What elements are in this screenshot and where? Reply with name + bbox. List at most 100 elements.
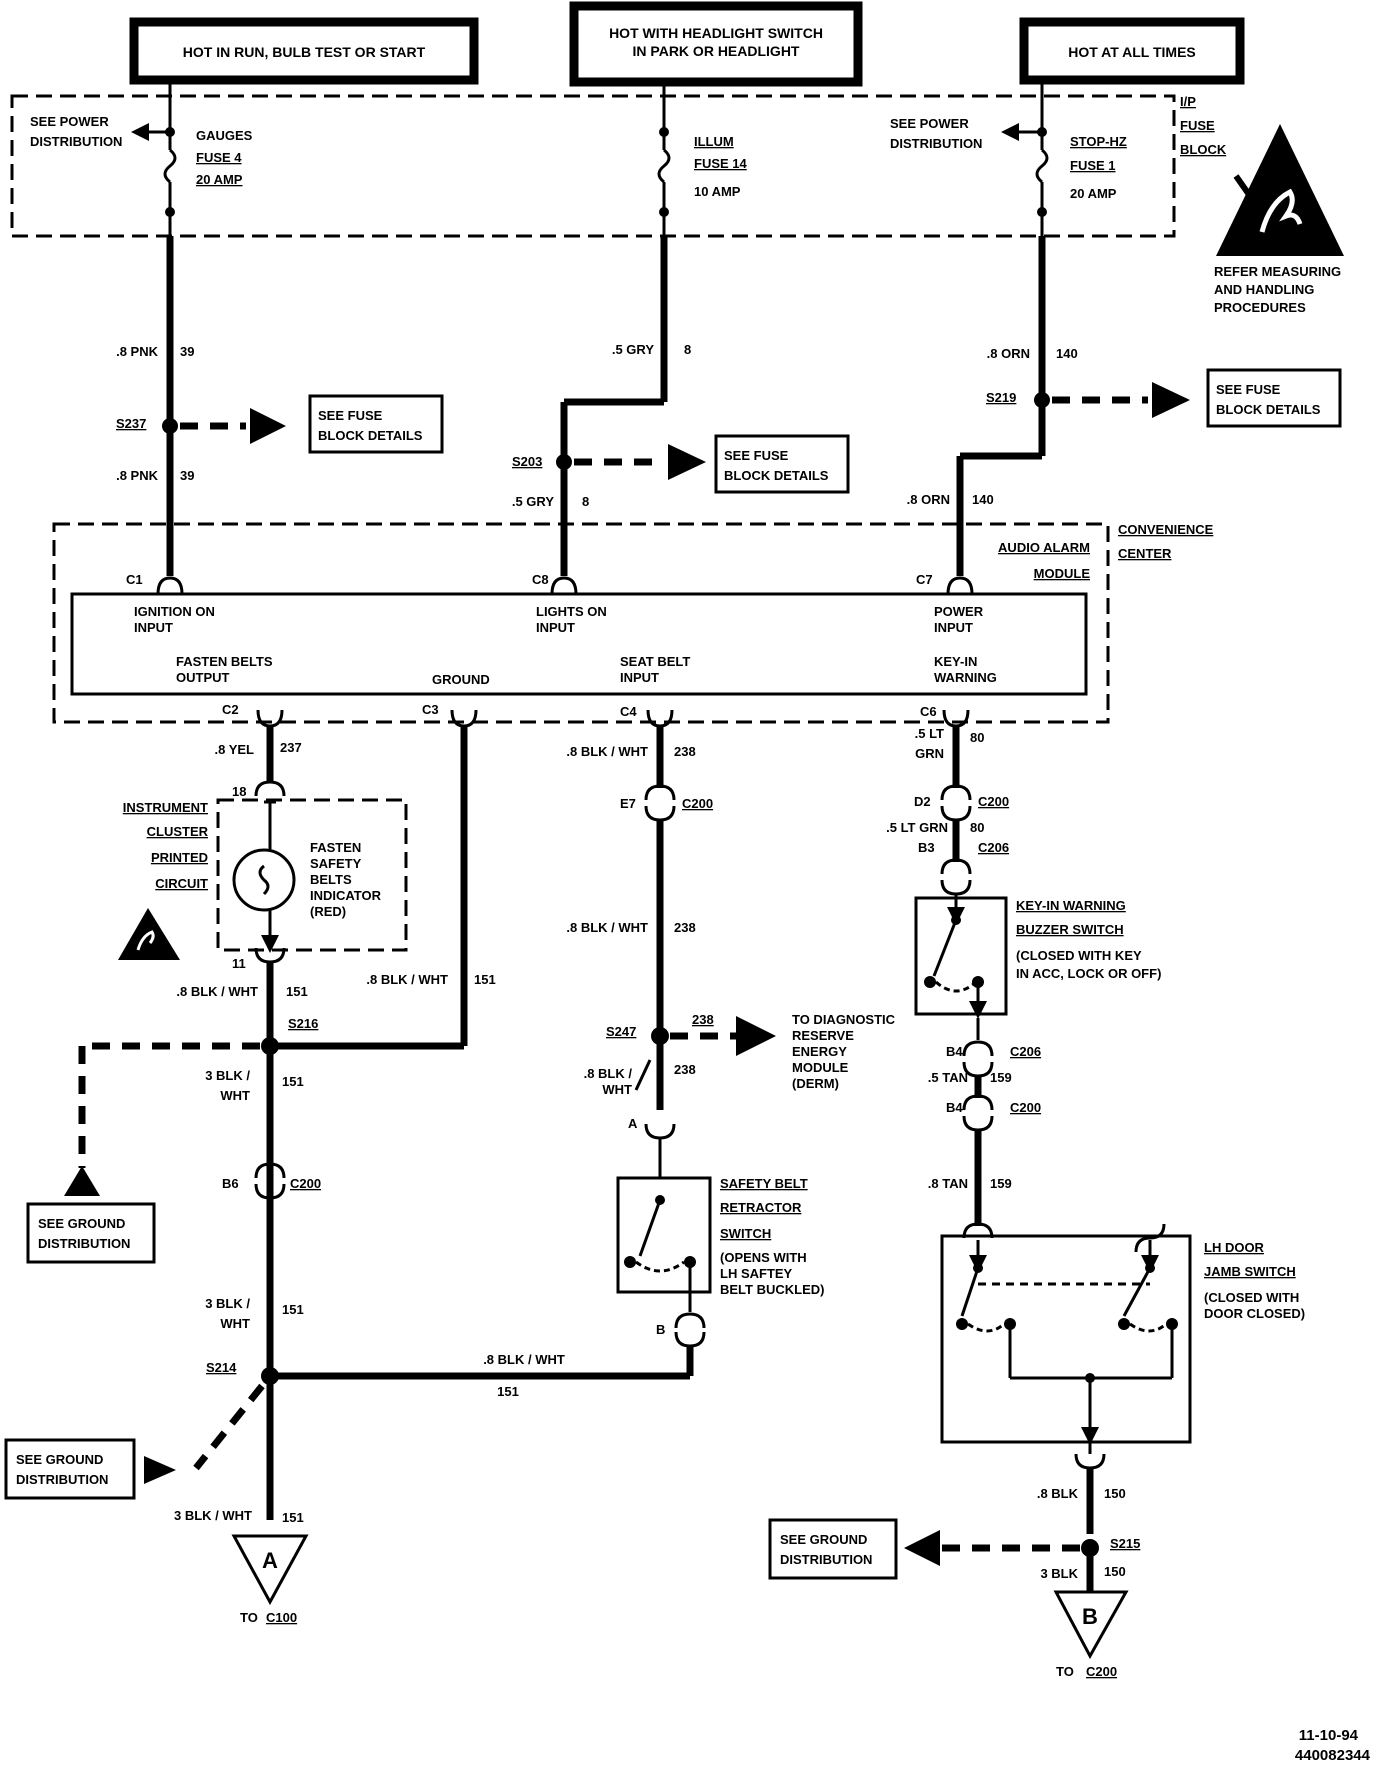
wire-tan8-num: 159: [990, 1176, 1012, 1191]
ground-arrow-s215: [904, 1530, 940, 1566]
wire-ltgrn-label-2: GRN: [915, 746, 944, 761]
wire-gry-num-bottom: 8: [582, 494, 589, 509]
see-ground-box-s215: [768, 1518, 898, 1580]
module-lights-2: INPUT: [536, 620, 575, 635]
terminal-a-to: TO: [240, 1610, 258, 1625]
splice-s214-dash: [193, 1383, 265, 1471]
door-switch-out-pin: [1074, 1453, 1106, 1470]
see-ground-s215-2: DISTRIBUTION: [780, 1552, 872, 1567]
esd-text-3: PROCEDURES: [1214, 300, 1306, 315]
fuse-block-title-1: I/P: [1180, 94, 1196, 109]
wire-3blk-label-b2: WHT: [220, 1316, 250, 1331]
audio-alarm-module-box: [70, 592, 1088, 696]
see-power-left-1: SEE POWER: [30, 114, 109, 129]
header-hot-headlight: HOT WITH HEADLIGHT SWITCH IN PARK OR HEA…: [569, 1, 863, 87]
wire-238-num-c: 238: [674, 1062, 696, 1077]
wire-blk3-label: 3 BLK: [1040, 1566, 1078, 1581]
retractor-label-4: (OPENS WITH: [720, 1250, 807, 1265]
cluster-pin-18: [254, 780, 286, 797]
wire-tan5-label: .5 TAN: [928, 1070, 968, 1085]
pin-c1: [156, 576, 184, 595]
wire-3blk-label-a2: WHT: [220, 1088, 250, 1103]
terminal-b-conn: C200: [1086, 1664, 1117, 1679]
wire-3blk-num-b: 151: [282, 1302, 304, 1317]
splice-s214-label: S214: [206, 1360, 237, 1375]
wire-238-label-c2: WHT: [602, 1082, 632, 1097]
door-switch-blade-left: [960, 1267, 980, 1317]
fuse4-amp: 20 AMP: [196, 172, 243, 187]
fuse14-amp: 10 AMP: [694, 184, 741, 199]
fuse14-number: FUSE 14: [694, 156, 748, 171]
conn-b3-bottom: [940, 879, 972, 896]
fuse1-top-node: [1037, 127, 1047, 137]
convenience-center-label-1: CONVENIENCE: [1118, 522, 1214, 537]
esd-text-1: REFER MEASURING: [1214, 264, 1341, 279]
esd-text-2: AND HANDLING: [1214, 282, 1314, 297]
derm-wire-num: 238: [692, 1012, 714, 1027]
ground-arrow-s214: [144, 1456, 176, 1484]
wire-gry-label-top: .5 GRY: [612, 342, 654, 357]
splice-s215-label: S215: [1110, 1536, 1140, 1551]
cluster-pin-18-label: 18: [232, 784, 246, 799]
fuse4-top-node: [165, 127, 175, 137]
conn-d2-top: [940, 784, 972, 801]
module-power-1: POWER: [934, 604, 984, 619]
wire-ltgrn-label-1: .5 LT: [915, 726, 944, 741]
wire-3blk-num-c: 151: [282, 1510, 304, 1525]
splice-s219-arrow: [1152, 382, 1190, 418]
conn-e7-label: E7: [620, 796, 636, 811]
conn-b4-c200-bottom: [962, 1115, 994, 1132]
module-seat-1: SEAT BELT: [620, 654, 690, 669]
wire-238-num-b: 238: [674, 920, 696, 935]
cluster-title-4: CIRCUIT: [155, 876, 208, 891]
see-ground-s214-1: SEE GROUND: [16, 1452, 103, 1467]
wire-151-num-b: 151: [474, 972, 496, 987]
conn-b4-c200-top: [962, 1094, 994, 1111]
splice-s203-node: [556, 454, 572, 470]
module-ign-1: IGNITION ON: [134, 604, 215, 619]
wire-ltgrn-full: .5 LT GRN: [886, 820, 948, 835]
splice-s219-label: S219: [986, 390, 1016, 405]
buzzer-switch-box: [914, 896, 1008, 1016]
header-hot-all-times: HOT AT ALL TIMES: [1019, 17, 1245, 85]
see-fuse-s219-2: BLOCK DETAILS: [1216, 402, 1321, 417]
conn-b4-lower-label: B4: [946, 1100, 963, 1115]
wire-s214-label: .8 BLK / WHT: [483, 1352, 565, 1367]
fuse-block-outline: [10, 94, 1176, 238]
see-power-right-2: DISTRIBUTION: [890, 136, 982, 151]
terminal-b-letter: B: [1082, 1604, 1098, 1629]
retractor-label-6: BELT BUCKLED): [720, 1282, 824, 1297]
module-name-2: MODULE: [1034, 566, 1091, 581]
derm-line-1: TO DIAGNOSTIC: [792, 1012, 896, 1027]
wire-238-label-b: .8 BLK / WHT: [566, 920, 648, 935]
pin-c6-label: C6: [920, 704, 937, 719]
module-keyin-2: WARNING: [934, 670, 997, 685]
wire-orn-num-bottom: 140: [972, 492, 994, 507]
terminal-a-letter: A: [262, 1548, 278, 1573]
conn-retractor-a: [644, 1123, 676, 1140]
conn-b6-top: [254, 1162, 286, 1179]
pin-c3: [450, 709, 478, 728]
fuse4-name: GAUGES: [196, 128, 253, 143]
indicator-4: INDICATOR: [310, 888, 382, 903]
retractor-switch-blade: [638, 1199, 662, 1257]
wire-ltgrn-num-b: 80: [970, 820, 984, 835]
see-power-left-2: DISTRIBUTION: [30, 134, 122, 149]
conn-e7-bottom: [644, 805, 676, 822]
see-ground-box-s214: [4, 1438, 136, 1500]
wire-3blk-label-b1: 3 BLK /: [205, 1296, 250, 1311]
see-ground-s214-2: DISTRIBUTION: [16, 1472, 108, 1487]
cluster-title-3: PRINTED: [151, 850, 208, 865]
wire-151-num-a: 151: [286, 984, 308, 999]
fuse4-element: [163, 148, 177, 184]
fuse-block-title-3: BLOCK: [1180, 142, 1227, 157]
door-label-4: DOOR CLOSED): [1204, 1306, 1305, 1321]
pin-c4: [646, 709, 674, 728]
module-keyin-1: KEY-IN: [934, 654, 977, 669]
wire-238-label-c1: .8 BLK /: [584, 1066, 633, 1081]
door-label-3: (CLOSED WITH: [1204, 1290, 1299, 1305]
wire-orn-num-top: 140: [1056, 346, 1078, 361]
wire-3blk-label-a1: 3 BLK /: [205, 1068, 250, 1083]
buzzer-switch-blade: [932, 919, 958, 977]
